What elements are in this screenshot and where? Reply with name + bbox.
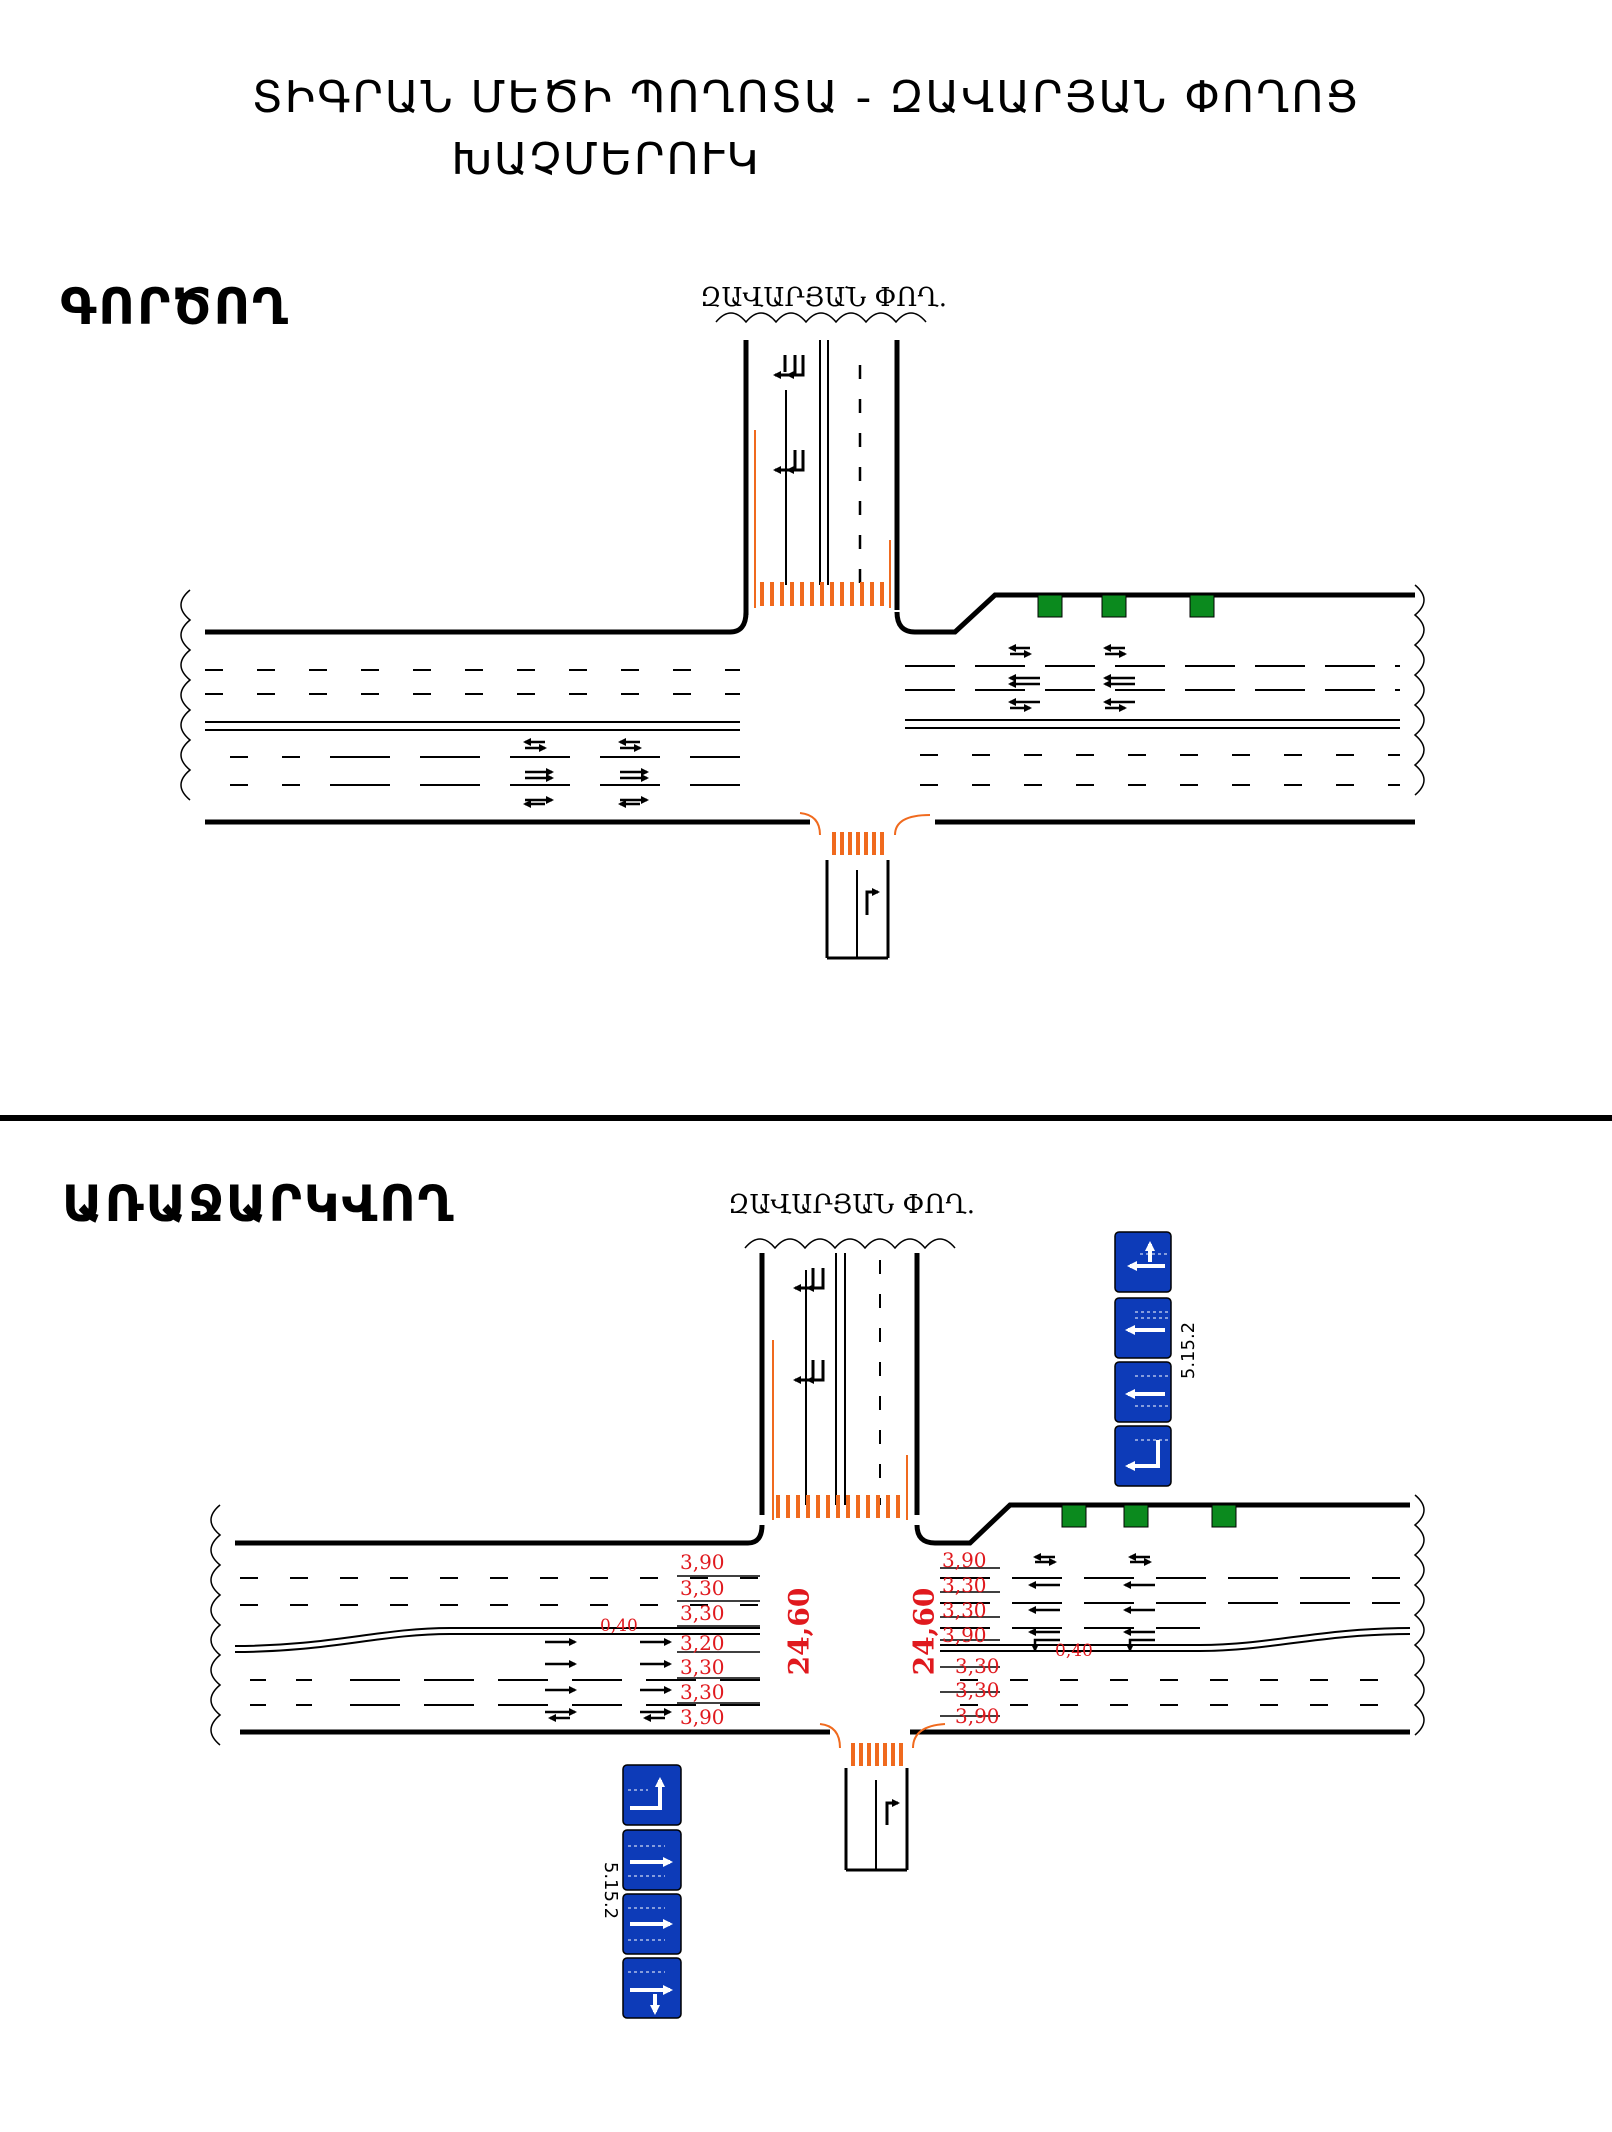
left-lane-width: 3,90 <box>680 1550 725 1574</box>
right-lane-width: 3,30 <box>955 1654 1000 1678</box>
existing-north-curb-right-edge <box>894 592 1415 635</box>
proposed-section-label: ԱՌԱՋԱՐԿՎՈՂ <box>62 1175 456 1233</box>
right-median-width: 0,40 <box>1055 1641 1093 1661</box>
right-lane-width: 3,90 <box>942 1623 987 1647</box>
right-lane-width: 3,30 <box>942 1573 987 1597</box>
page-title: ՏԻԳՐԱՆ ՄԵԾԻ ՊՈՂՈՏԱ - ԶԱՎԱՐՅԱՆ ՓՈՂՈՑ <box>251 72 1361 123</box>
existing-plan <box>180 312 1425 960</box>
proposed-crosswalk-south <box>851 1743 903 1766</box>
right-lane-width: 3,30 <box>955 1678 1000 1702</box>
existing-mainroad-arrows <box>523 644 1135 808</box>
lane-direction-arrow-icon <box>622 1764 682 1826</box>
right-lane-width: 3,30 <box>942 1598 987 1622</box>
lane-direction-arrow-icon <box>1114 1425 1172 1487</box>
traffic-light-icon <box>1037 594 1215 618</box>
existing-street-label: ԶԱՎԱՐՅԱՆ ՓՈՂ. <box>700 283 948 313</box>
existing-north-curb-left-edge <box>205 611 749 635</box>
road-break-wave-icon <box>715 312 927 324</box>
sign-code-bottom: 5.15.2 <box>600 1861 622 1920</box>
existing-crosswalk-north <box>760 582 884 606</box>
left-lane-width: 3,30 <box>680 1680 725 1704</box>
lane-direction-arrow-icon <box>1114 1231 1172 1293</box>
right-total-width: 24,60 <box>907 1587 941 1676</box>
left-lane-width: 3,30 <box>680 1576 725 1600</box>
page-subtitle: ԽԱՉՄԵՐՈՒԿ <box>451 134 761 185</box>
left-lane-width: 3,90 <box>680 1705 725 1729</box>
traffic-light-icon <box>1061 1504 1237 1528</box>
existing-crosswalk-south <box>832 832 884 855</box>
existing-section-label: ԳՈՐԾՈՂ <box>60 278 290 336</box>
left-lane-width: 3,30 <box>680 1601 725 1625</box>
proposed-crosswalk-north <box>776 1495 900 1518</box>
proposed-plan <box>210 1238 1425 1872</box>
lane-sign-stack-bottom <box>622 1764 682 2019</box>
left-lane-width: 3,30 <box>680 1655 725 1679</box>
left-median-width: 0,40 <box>600 1616 638 1636</box>
proposed-street-label: ԶԱՎԱՐՅԱՆ ՓՈՂ. <box>728 1190 976 1220</box>
existing-north-lane-arrows <box>773 355 805 474</box>
left-lane-width: 3,20 <box>680 1631 725 1655</box>
right-lane-width: 3,90 <box>955 1704 1000 1728</box>
lane-sign-stack-top <box>1114 1231 1172 1487</box>
left-total-width: 24,60 <box>782 1587 816 1676</box>
right-lane-width: 3,90 <box>942 1548 987 1572</box>
sign-code-top: 5.15.2 <box>1178 1321 1200 1380</box>
